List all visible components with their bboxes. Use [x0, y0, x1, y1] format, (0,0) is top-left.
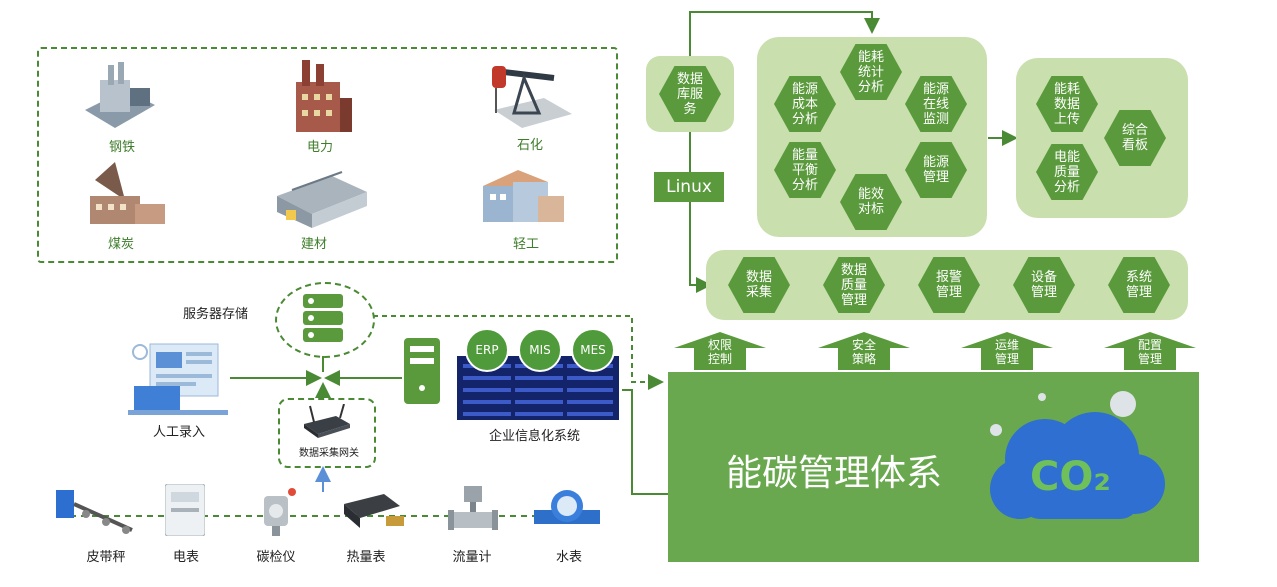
linux-badge: Linux — [654, 172, 724, 202]
hex-data-upload: 能耗 数据 上传 — [1036, 76, 1098, 132]
light-industry-icon — [483, 170, 564, 222]
electric-meter-icon — [165, 484, 205, 536]
building-materials-icon — [277, 171, 367, 228]
router-icon — [304, 404, 350, 438]
industry-label-coal: 煤炭 — [107, 237, 135, 252]
industry-label-petrochemical: 石化 — [516, 138, 544, 153]
server-storage-ring — [275, 282, 375, 358]
system-title: 能碳管理体系 — [726, 453, 943, 494]
manual-entry-label: 人工录入 — [153, 425, 206, 440]
water-meter-icon — [534, 490, 600, 524]
flow-meter-icon — [448, 486, 498, 530]
database-server-icon — [303, 294, 343, 342]
device-label-belt-scale: 皮带秤 — [86, 550, 126, 565]
oil-pump-icon — [492, 66, 572, 128]
arrow-permission-control: 权限 控制 — [674, 332, 766, 370]
arrow-config-management: 配置 管理 — [1104, 332, 1196, 370]
industry-label-power: 电力 — [306, 140, 334, 155]
hex-power-quality: 电能 质量 分析 — [1036, 144, 1098, 200]
hex-system-management: 系统 管理 — [1108, 257, 1170, 313]
cloud-icon — [990, 391, 1165, 519]
carbon-detector-icon — [264, 488, 296, 536]
enterprise-system-label: 企业信息化系统 — [489, 429, 581, 444]
manual-entry-icon — [128, 343, 228, 415]
gateway-label: 数据采集网关 — [299, 448, 359, 459]
device-label-carbon-detector: 碳检仪 — [256, 550, 296, 565]
steel-plant-icon — [85, 62, 155, 128]
device-label-flow-meter: 流量计 — [452, 550, 492, 565]
linux-label: Linux — [666, 177, 712, 197]
database-service-label: 数据 库服 务 — [676, 71, 703, 117]
industry-label-building-materials: 建材 — [300, 237, 328, 252]
industries-panel — [37, 47, 618, 263]
device-label-heat-meter: 热量表 — [346, 550, 386, 565]
device-label-water-meter: 水表 — [555, 550, 583, 565]
pc-tower-icon — [404, 338, 440, 404]
server-storage-label: 服务器存储 — [183, 307, 249, 322]
heat-meter-icon — [344, 494, 404, 528]
power-plant-icon — [296, 60, 352, 132]
hex-dashboard: 综合 看板 — [1104, 110, 1166, 166]
device-label-electric-meter: 电表 — [172, 550, 200, 565]
industry-label-light-industry: 轻工 — [512, 237, 540, 252]
arrow-security-policy: 安全 策略 — [818, 332, 910, 370]
system-erp: ERP — [465, 328, 509, 372]
coal-plant-icon — [90, 162, 165, 224]
system-mes: MES — [571, 328, 615, 372]
arrow-ops-management: 运维 管理 — [961, 332, 1053, 370]
industry-label-steel: 钢铁 — [108, 140, 136, 155]
co2-label: CO₂ — [1030, 454, 1111, 500]
belt-scale-icon — [56, 490, 133, 534]
system-mis: MIS — [518, 328, 562, 372]
